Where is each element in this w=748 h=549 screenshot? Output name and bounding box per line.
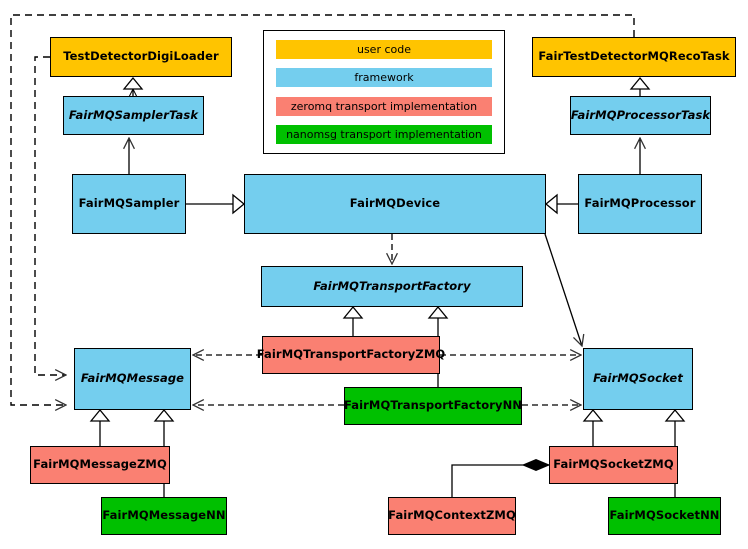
class-node-fairmqmessagenn[interactable]: FairMQMessageNN [101,497,227,535]
class-node-fairmqdevice[interactable]: FairMQDevice [244,174,546,234]
class-node-fairtestdetectormqrecotask[interactable]: FairTestDetectorMQRecoTask [532,37,736,77]
legend-item-user-code: user code [276,40,492,59]
edge-fairmqsocketzmq-to-fairmqsocket [582,408,604,446]
class-node-fairmqsampler[interactable]: FairMQSampler [72,174,186,234]
edge-fairmqsamplertask-to-testdetectordigiloader [122,76,144,96]
class-node-fairmqprocessortask[interactable]: FairMQProcessorTask [570,96,711,135]
edge-fairmqprocessortask-to-fairtestdetectormqrecotask [629,76,651,96]
edge-fairmqsampler-to-fairmqdevice [186,193,246,215]
class-node-fairmqtransportfactoryzmq[interactable]: FairMQTransportFactoryZMQ [257,336,445,374]
edge-fairmqmessagezmq-to-fairmqmessage [89,408,111,446]
class-node-fairmqsocketzmq[interactable]: FairMQSocketZMQ [549,446,678,484]
class-node-fairmqsocketnn[interactable]: FairMQSocketNN [608,497,721,535]
legend-label: nanomsg transport implementation [286,127,482,141]
edge-testdetectordigiloader-to-fairmqmessage [34,56,66,375]
legend-label: zeromq transport implementation [290,99,478,113]
edge-fairmqprocessor-to-fairmqdevice [544,193,578,215]
legend-label: framework [354,71,414,85]
class-node-fairmqtransportfactorynn[interactable]: FairMQTransportFactoryNN [344,387,522,425]
class-node-fairmqmessage[interactable]: FairMQMessage [74,348,191,410]
edge-fairmqtransportfactoryzmq-to-fairmqtransportfactory [342,305,364,336]
class-node-fairmqsocket[interactable]: FairMQSocket [583,348,693,410]
edge-fairmqsocketzmq-to-fairmqcontextzmq [451,458,551,497]
class-node-fairmqprocessor[interactable]: FairMQProcessor [578,174,702,234]
class-node-fairmqsamplertask[interactable]: FairMQSamplerTask [63,96,204,135]
edge-fairmqdevice-to-fairmqsocket [544,233,582,346]
class-node-testdetectordigiloader[interactable]: TestDetectorDigiLoader [50,37,232,77]
legend-item-zeromq: zeromq transport implementation [276,96,492,116]
legend-item-nanomsg: nanomsg transport implementation [276,124,492,144]
class-node-fairmqtransportfactory[interactable]: FairMQTransportFactory [261,266,523,307]
class-node-fairmqcontextzmq[interactable]: FairMQContextZMQ [388,497,516,535]
legend-item-framework: framework [276,68,492,88]
legend-panel: user code framework zeromq transport imp… [263,30,505,154]
class-node-fairmqmessagezmq[interactable]: FairMQMessageZMQ [30,446,170,484]
legend-label: user code [356,43,412,56]
